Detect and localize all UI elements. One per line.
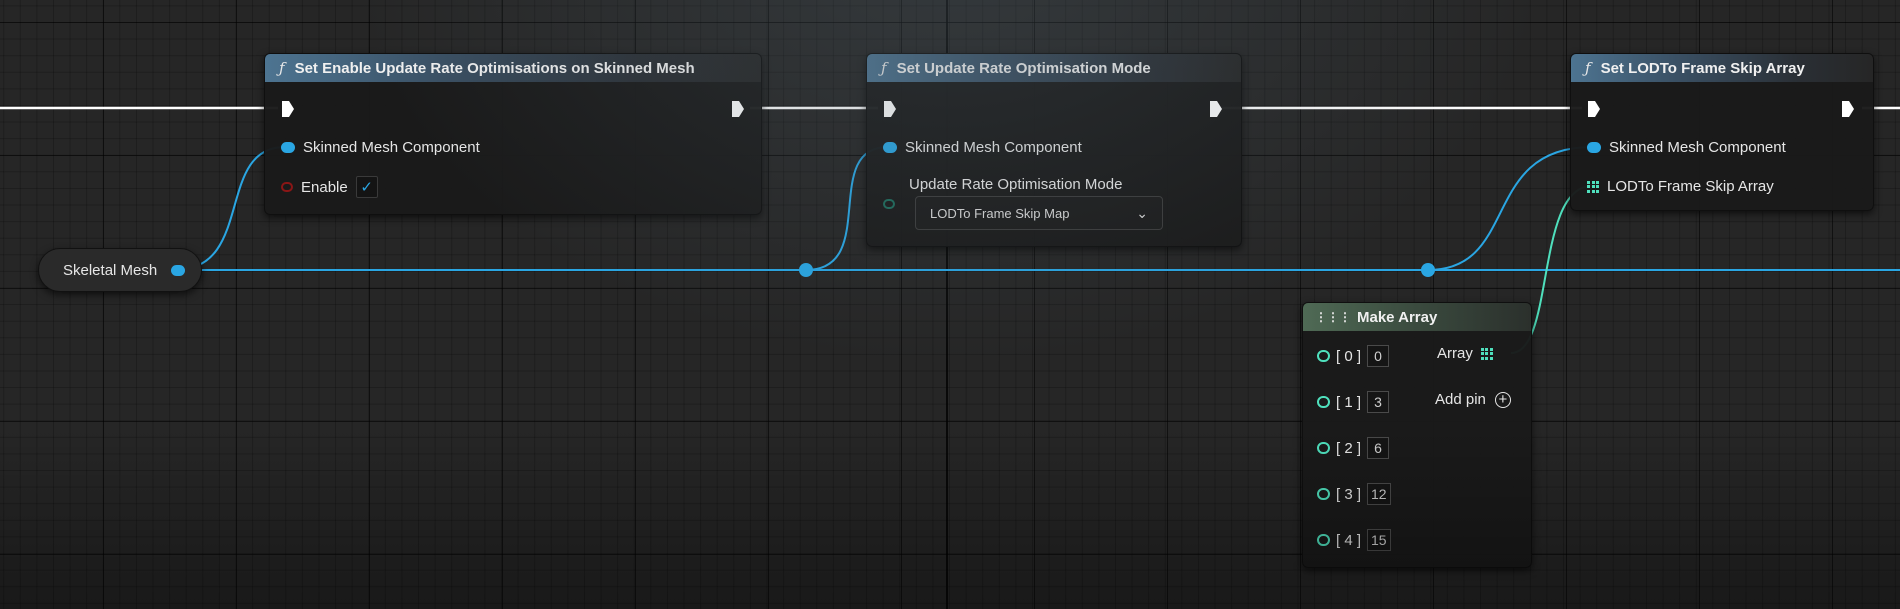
exec-output-pin-icon[interactable]	[1841, 100, 1855, 118]
node-header: ƒ Set Enable Update Rate Optimisations o…	[265, 54, 761, 82]
node-header: ƒ Set LODTo Frame Skip Array	[1571, 54, 1873, 82]
mode-pin-label: Update Rate Optimisation Mode	[909, 176, 1123, 193]
integer-pin-icon[interactable]	[1317, 350, 1330, 362]
element-index-label: [ 1 ]	[1336, 393, 1362, 411]
mesh-wire-to-set-lod	[1427, 146, 1593, 271]
reroute-knot-1	[799, 263, 813, 277]
skeletal-mesh-variable-node[interactable]: Skeletal Mesh	[38, 248, 202, 292]
array-element-row[interactable]: [ 2 ] 6	[1317, 437, 1390, 459]
target-pin-row[interactable]: Skinned Mesh Component	[281, 139, 480, 156]
array-pin-label: LODTo Frame Skip Array	[1607, 178, 1774, 195]
element-index-label: [ 2 ]	[1336, 439, 1362, 457]
array-output-pin-row[interactable]: Array	[1437, 345, 1493, 362]
integer-pin-icon[interactable]	[1317, 396, 1330, 408]
target-pin-row[interactable]: Skinned Mesh Component	[883, 139, 1082, 156]
integer-pin-icon[interactable]	[1317, 442, 1330, 454]
array-element-row[interactable]: [ 1 ] 3	[1317, 391, 1390, 413]
make-array-node[interactable]: ⋮⋮⋮ Make Array Array Add pin + [ 0 ] 0 […	[1302, 302, 1532, 568]
exec-input-pin-icon[interactable]	[1587, 100, 1601, 118]
object-pin-icon[interactable]	[1587, 142, 1601, 153]
target-pin-label: Skinned Mesh Component	[1609, 139, 1786, 156]
exec-input-pin-icon[interactable]	[883, 100, 897, 118]
add-pin-label: Add pin	[1435, 391, 1486, 408]
array-pin-row[interactable]: LODTo Frame Skip Array	[1587, 178, 1774, 195]
node-header: ⋮⋮⋮ Make Array	[1303, 303, 1531, 331]
integer-pin-icon[interactable]	[1317, 488, 1330, 500]
mode-dropdown[interactable]: LODTo Frame Skip Map ⌄	[915, 196, 1163, 230]
target-pin-row[interactable]: Skinned Mesh Component	[1587, 139, 1786, 156]
enable-pin-row[interactable]: Enable ✓	[281, 176, 378, 198]
function-icon: ƒ	[1585, 59, 1591, 77]
object-pin-icon[interactable]	[281, 142, 295, 153]
add-circle-icon[interactable]: +	[1494, 391, 1511, 408]
exec-output-pin-icon[interactable]	[731, 100, 745, 118]
node-header: ƒ Set Update Rate Optimisation Mode	[867, 54, 1241, 82]
bool-pin-icon[interactable]	[281, 182, 293, 192]
function-icon: ƒ	[279, 59, 285, 77]
node-title: Set Enable Update Rate Optimisations on …	[294, 59, 695, 77]
mode-pin-label-row: Update Rate Optimisation Mode	[909, 176, 1122, 193]
exec-output-pin-icon[interactable]	[1209, 100, 1223, 118]
node-title: Make Array	[1357, 308, 1438, 326]
array-element-row[interactable]: [ 0 ] 0	[1317, 345, 1390, 367]
element-index-label: [ 4 ]	[1336, 531, 1362, 549]
array-element-row[interactable]: [ 4 ] 15	[1317, 529, 1391, 551]
set-update-rate-optimisation-mode-node[interactable]: ƒ Set Update Rate Optimisation Mode Skin…	[866, 53, 1242, 247]
reroute-knot-2	[1421, 263, 1435, 277]
exec-input-pin-icon[interactable]	[281, 100, 295, 118]
array-element-row[interactable]: [ 3 ] 12	[1317, 483, 1391, 505]
skeletal-mesh-output-pin[interactable]	[171, 265, 185, 276]
element-value-input[interactable]: 12	[1367, 483, 1391, 505]
array-grid-icon[interactable]	[1480, 347, 1493, 360]
add-pin-row[interactable]: Add pin +	[1435, 391, 1511, 408]
array-grid-icon[interactable]	[1587, 180, 1599, 193]
mode-dropdown-value: LODTo Frame Skip Map	[930, 205, 1070, 221]
element-value-input[interactable]: 15	[1367, 529, 1391, 551]
element-value-input[interactable]: 3	[1367, 391, 1390, 413]
grid-major-line	[946, 0, 948, 609]
integer-pin-icon[interactable]	[1317, 534, 1330, 546]
make-array-icon: ⋮⋮⋮	[1315, 310, 1351, 324]
enable-pin-label: Enable	[301, 178, 348, 196]
node-title: Set LODTo Frame Skip Array	[1600, 59, 1805, 77]
element-index-label: [ 3 ]	[1336, 485, 1362, 503]
set-lod-to-frame-skip-array-node[interactable]: ƒ Set LODTo Frame Skip Array Skinned Mes…	[1570, 53, 1874, 211]
enable-checkbox[interactable]: ✓	[355, 176, 378, 198]
array-output-label: Array	[1437, 345, 1473, 362]
chevron-down-icon: ⌄	[1136, 205, 1148, 221]
set-enable-update-rate-node[interactable]: ƒ Set Enable Update Rate Optimisations o…	[264, 53, 762, 215]
element-value-input[interactable]: 6	[1367, 437, 1390, 459]
object-pin-icon[interactable]	[883, 142, 897, 153]
target-pin-label: Skinned Mesh Component	[905, 139, 1082, 156]
function-icon: ƒ	[881, 59, 887, 77]
target-pin-label: Skinned Mesh Component	[303, 139, 480, 156]
node-title: Set Update Rate Optimisation Mode	[896, 59, 1151, 77]
element-index-label: [ 0 ]	[1336, 347, 1362, 365]
enum-pin-icon[interactable]	[883, 199, 895, 209]
skeletal-mesh-label: Skeletal Mesh	[63, 261, 158, 279]
element-value-input[interactable]: 0	[1367, 345, 1390, 367]
